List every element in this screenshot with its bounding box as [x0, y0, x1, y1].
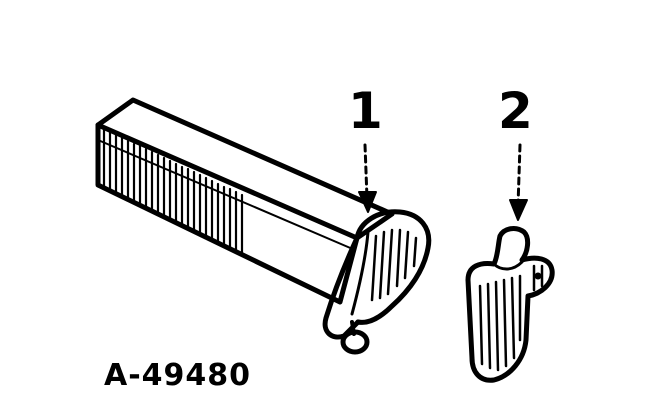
- callout-label-1: 1: [348, 82, 383, 140]
- callout-label-2: 2: [498, 82, 533, 140]
- leader-arrow-1: [358, 143, 377, 213]
- leader-arrow-2: [509, 143, 528, 221]
- figure-reference-code: A-49480: [104, 358, 252, 393]
- part-1-bar-assembly: [95, 97, 432, 355]
- bracket-hatching: [478, 264, 544, 372]
- clamp-hatching: [370, 228, 418, 302]
- part-2-bracket: [465, 226, 555, 383]
- bar-rib-hatching: [102, 127, 244, 256]
